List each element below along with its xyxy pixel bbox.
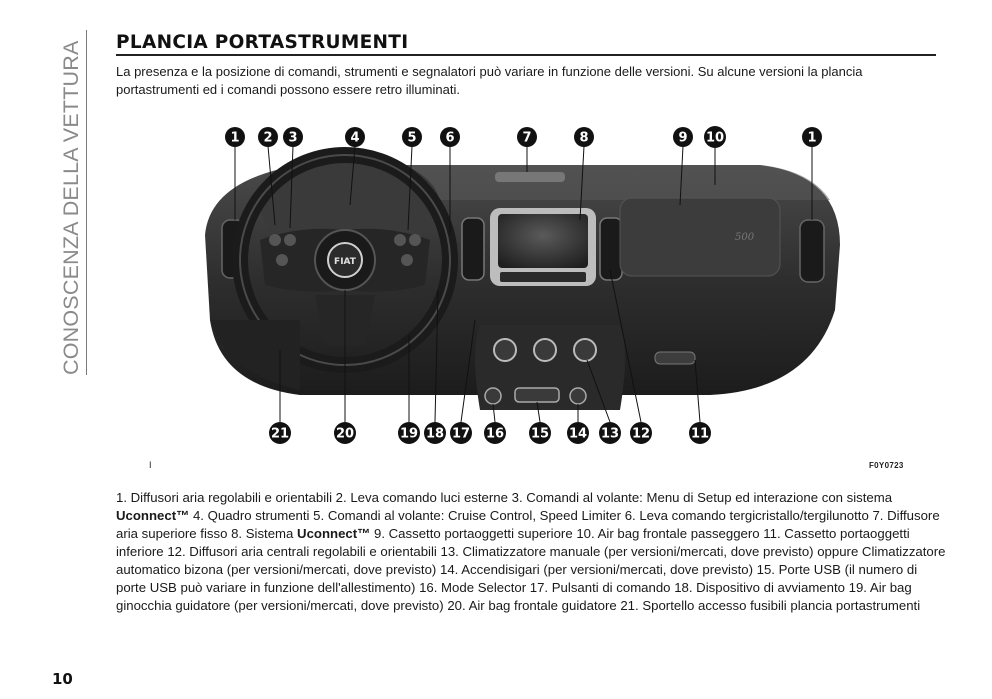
callout-top-5: 5 [402, 127, 422, 147]
callout-bottom-11: 11 [689, 422, 711, 444]
upper-glovebox [619, 197, 781, 277]
callout-top-9: 9 [673, 127, 693, 147]
svg-text:8: 8 [579, 131, 588, 146]
svg-text:13: 13 [601, 427, 619, 442]
cigarette-lighter [569, 387, 587, 405]
callout-top-7: 7 [517, 127, 537, 147]
callout-bottom-17: 17 [450, 422, 472, 444]
fiat-logo-ring [327, 242, 363, 278]
legend-item-8: 8. Sistema [231, 526, 298, 541]
callout-leaders [234, 145, 813, 423]
right-air-vent [799, 219, 825, 283]
legend-item-20: 20. Air bag frontale guidatore [447, 598, 621, 613]
svg-text:16: 16 [486, 427, 504, 442]
callout-top-8: 8 [574, 127, 594, 147]
callout-bottom-20: 20 [334, 422, 356, 444]
svg-text:9: 9 [678, 131, 687, 146]
svg-text:4: 4 [350, 131, 359, 146]
callout-bottom-13: 13 [599, 422, 621, 444]
svg-text:1: 1 [230, 131, 239, 146]
legend-item-3: 3. Comandi al volante: Menu di Setup ed … [511, 490, 893, 505]
legend-item-15: 15. Porte USB (il numero di porte USB pu… [116, 562, 918, 595]
center-right-vent [599, 217, 623, 281]
side-divider [86, 30, 87, 375]
intro-paragraph: La presenza e la posizione di comandi, s… [116, 64, 863, 97]
dashboard-figure: 500 FIAT [150, 120, 910, 475]
svg-text:2: 2 [263, 131, 272, 146]
callout-top-10: 10 [704, 126, 726, 148]
callout-bottom-14: 14 [567, 422, 589, 444]
page-title: PLANCIA PORTASTRUMENTI [116, 32, 409, 53]
upper-fixed-vent [495, 172, 565, 182]
legend-item-14: 14. Accendisigari (per versioni/mercati,… [439, 562, 757, 577]
callout-bottom-12: 12 [630, 422, 652, 444]
legend-item-1: 1. Diffusori aria regolabili e orientabi… [116, 490, 336, 505]
usb-ports [514, 387, 560, 403]
callout-bottom-21: 21 [269, 422, 291, 444]
climate-knob-center [533, 338, 557, 362]
legend-item-11: 11. Cassetto portaoggetti inferiore [116, 526, 910, 559]
legend-item-5: 5. Comandi al volante: Cruise Control, S… [313, 508, 625, 523]
climate-knob-right [573, 338, 597, 362]
legend-item-6: 6. Leva comando tergicristallo/tergiluno… [624, 508, 873, 523]
page-number: 10 [52, 670, 73, 688]
legend-item-4: 4. Quadro strumenti [189, 508, 314, 523]
svg-text:14: 14 [569, 427, 587, 442]
svg-text:500: 500 [735, 232, 755, 243]
callout-top-3: 3 [283, 127, 303, 147]
svg-text:21: 21 [271, 427, 289, 442]
uconnect-buttons [500, 272, 586, 282]
callout-bottom-15: 15 [529, 422, 551, 444]
callout-bottom-16: 16 [484, 422, 506, 444]
figure-code: F0Y0723 [869, 461, 904, 470]
section-side-title: CONOSCENZA DELLA VETTURA [59, 40, 83, 375]
climate-knob-left [493, 338, 517, 362]
legend-item-18: 18. Dispositivo di avviamento [674, 580, 849, 595]
svg-text:10: 10 [706, 131, 724, 146]
svg-text:6: 6 [445, 131, 454, 146]
title-underline [116, 54, 936, 56]
callout-top-4: 4 [345, 127, 365, 147]
callout-top-1b: 1 [802, 127, 822, 147]
lower-glovebox-handle [654, 351, 696, 365]
legend-item-16: 16. Mode Selector [419, 580, 530, 595]
svg-text:11: 11 [691, 427, 709, 442]
dashboard-illustration: 500 FIAT [205, 126, 840, 444]
callout-top-2: 2 [258, 127, 278, 147]
callout-top-1: 1 [225, 127, 245, 147]
legend-item-19: 19. Air bag ginocchia guidatore (per ver… [116, 580, 912, 613]
svg-text:5: 5 [407, 131, 416, 146]
svg-text:19: 19 [400, 427, 418, 442]
legend-brand-uconnect-2: Uconnect™ [297, 526, 371, 541]
top-callouts: 1 2 3 4 5 6 7 8 9 10 1 [225, 126, 822, 148]
fiat-logo-text: FIAT [334, 257, 357, 267]
legend-item-21: 21. Sportello accesso fusibili plancia p… [620, 598, 921, 613]
figure-side-mark: I [149, 460, 152, 470]
callout-bottom-18: 18 [424, 422, 446, 444]
legend-item-9: 9. Cassetto portaoggetti superiore [370, 526, 577, 541]
svg-text:17: 17 [452, 427, 470, 442]
fuse-access-panel [210, 320, 300, 390]
uconnect-screen [498, 214, 588, 268]
legend-brand-uconnect: Uconnect™ [116, 508, 190, 523]
svg-text:1: 1 [807, 131, 816, 146]
legend-item-12: 12. Diffusori aria centrali regolabili e… [167, 544, 441, 559]
legend-item-17: 17. Pulsanti di comando [529, 580, 675, 595]
svg-text:3: 3 [288, 131, 297, 146]
bottom-callouts: 21 20 19 18 17 16 15 14 13 12 11 [269, 422, 711, 444]
callout-bottom-19: 19 [398, 422, 420, 444]
legend-item-10: 10. Air bag frontale passeggero [576, 526, 764, 541]
legend-item-7: 7. Diffusore aria superiore fisso [116, 508, 940, 541]
center-left-vent [461, 217, 485, 281]
callout-top-6: 6 [440, 127, 460, 147]
legend-item-13: 13. Climatizzatore manuale (per versioni… [116, 544, 946, 577]
svg-text:15: 15 [531, 427, 549, 442]
svg-text:7: 7 [522, 131, 531, 146]
legend-paragraph: 1. Diffusori aria regolabili e orientabi… [116, 489, 946, 615]
mode-selector [484, 387, 502, 405]
svg-text:18: 18 [426, 427, 444, 442]
svg-text:12: 12 [632, 427, 650, 442]
legend-item-2: 2. Leva comando luci esterne [335, 490, 512, 505]
svg-text:20: 20 [336, 427, 354, 442]
